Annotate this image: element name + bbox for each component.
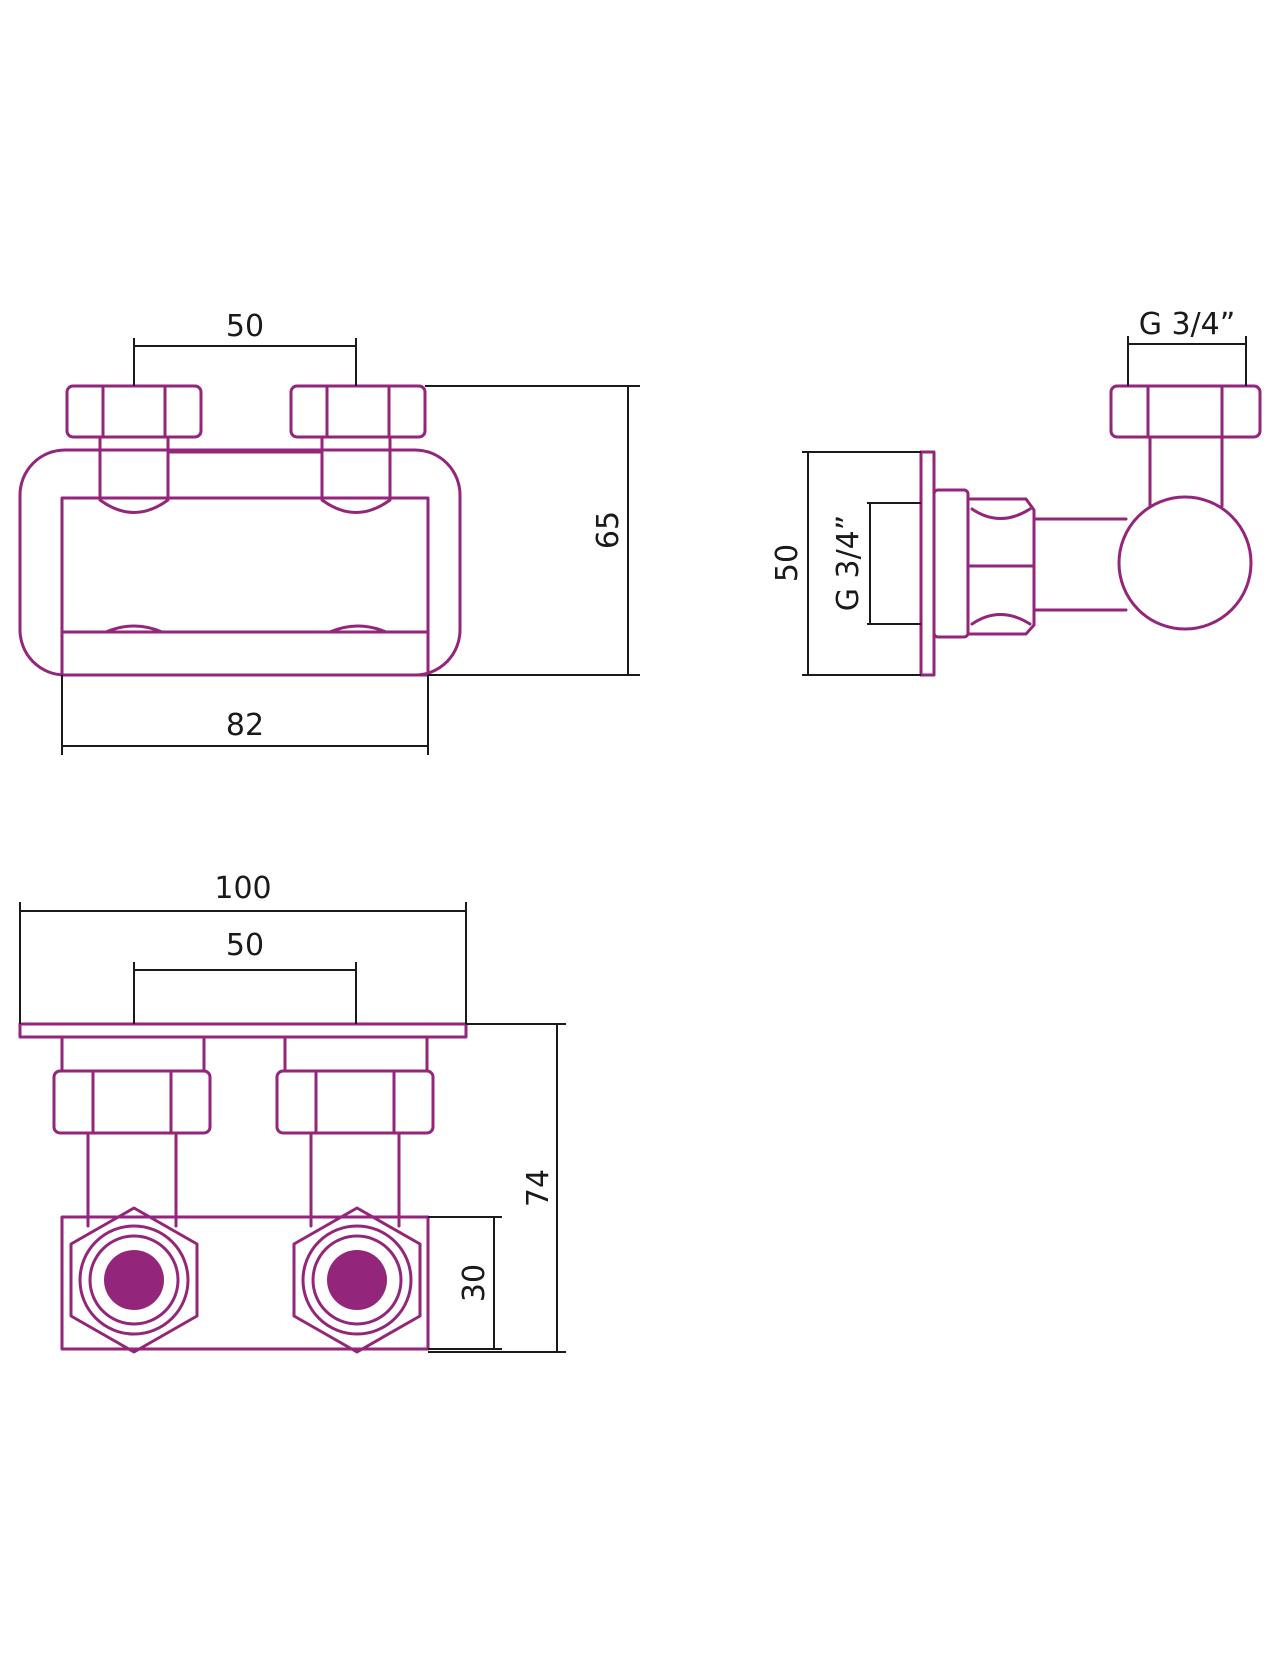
front-view-body	[60, 1215, 430, 1351]
side-view-flange	[919, 450, 936, 677]
top-view-left-nut	[65, 384, 203, 439]
side-view: G 3/4” 50 G 3/4”	[770, 307, 1262, 677]
side-view-thread	[932, 488, 970, 639]
front-view-right-hex	[292, 1206, 422, 1354]
side-view-dim-depth: 50	[770, 544, 805, 582]
side-view-top-nut	[1109, 384, 1262, 439]
side-view-dim-thread-side: G 3/4”	[831, 515, 866, 612]
front-view-right-outlet-ring	[311, 1234, 403, 1326]
front-view-left-nut	[52, 1069, 212, 1135]
top-view-right-nut	[289, 384, 427, 439]
front-view: 100 50 74 30	[18, 871, 566, 1354]
front-view-right-collar	[283, 1035, 429, 1073]
top-view-dim-spacing: 50	[226, 309, 264, 344]
front-view-dim-spacing: 50	[226, 928, 264, 963]
front-view-dim-width: 100	[214, 871, 271, 906]
front-view-dim-outlet-height: 30	[457, 1264, 492, 1302]
front-view-dim-height: 74	[521, 1169, 556, 1207]
front-view-right-outlet	[327, 1250, 387, 1310]
top-view-body	[60, 496, 430, 677]
front-view-left-hex	[69, 1206, 199, 1354]
top-view-dim-height: 65	[591, 511, 626, 549]
front-view-left-outlet-ring	[78, 1224, 190, 1336]
front-view-left-stem	[86, 1131, 178, 1228]
top-view: 50 65 82	[18, 309, 640, 755]
front-view-right-nut	[275, 1069, 435, 1135]
front-view-left-collar	[60, 1035, 206, 1073]
top-view-outer-frame	[18, 448, 462, 677]
front-view-left-outlet-ring	[88, 1234, 180, 1326]
top-view-right-stem	[320, 435, 392, 514]
front-view-right-outlet-ring	[301, 1224, 413, 1336]
side-view-dim-thread-top: G 3/4”	[1139, 307, 1236, 342]
front-view-right-stem	[309, 1131, 401, 1228]
side-view-ball	[1117, 495, 1253, 631]
front-view-plate	[18, 1022, 468, 1039]
side-view-nut-arc	[970, 507, 1032, 520]
side-view-nut-arc	[970, 613, 1032, 626]
top-view-left-stem	[98, 435, 170, 514]
side-view-nut	[966, 497, 1036, 636]
top-view-left-bottom-arc	[104, 624, 164, 634]
top-view-right-bottom-arc	[328, 624, 388, 634]
top-view-dim-width: 82	[226, 708, 264, 743]
front-view-left-outlet	[104, 1250, 164, 1310]
